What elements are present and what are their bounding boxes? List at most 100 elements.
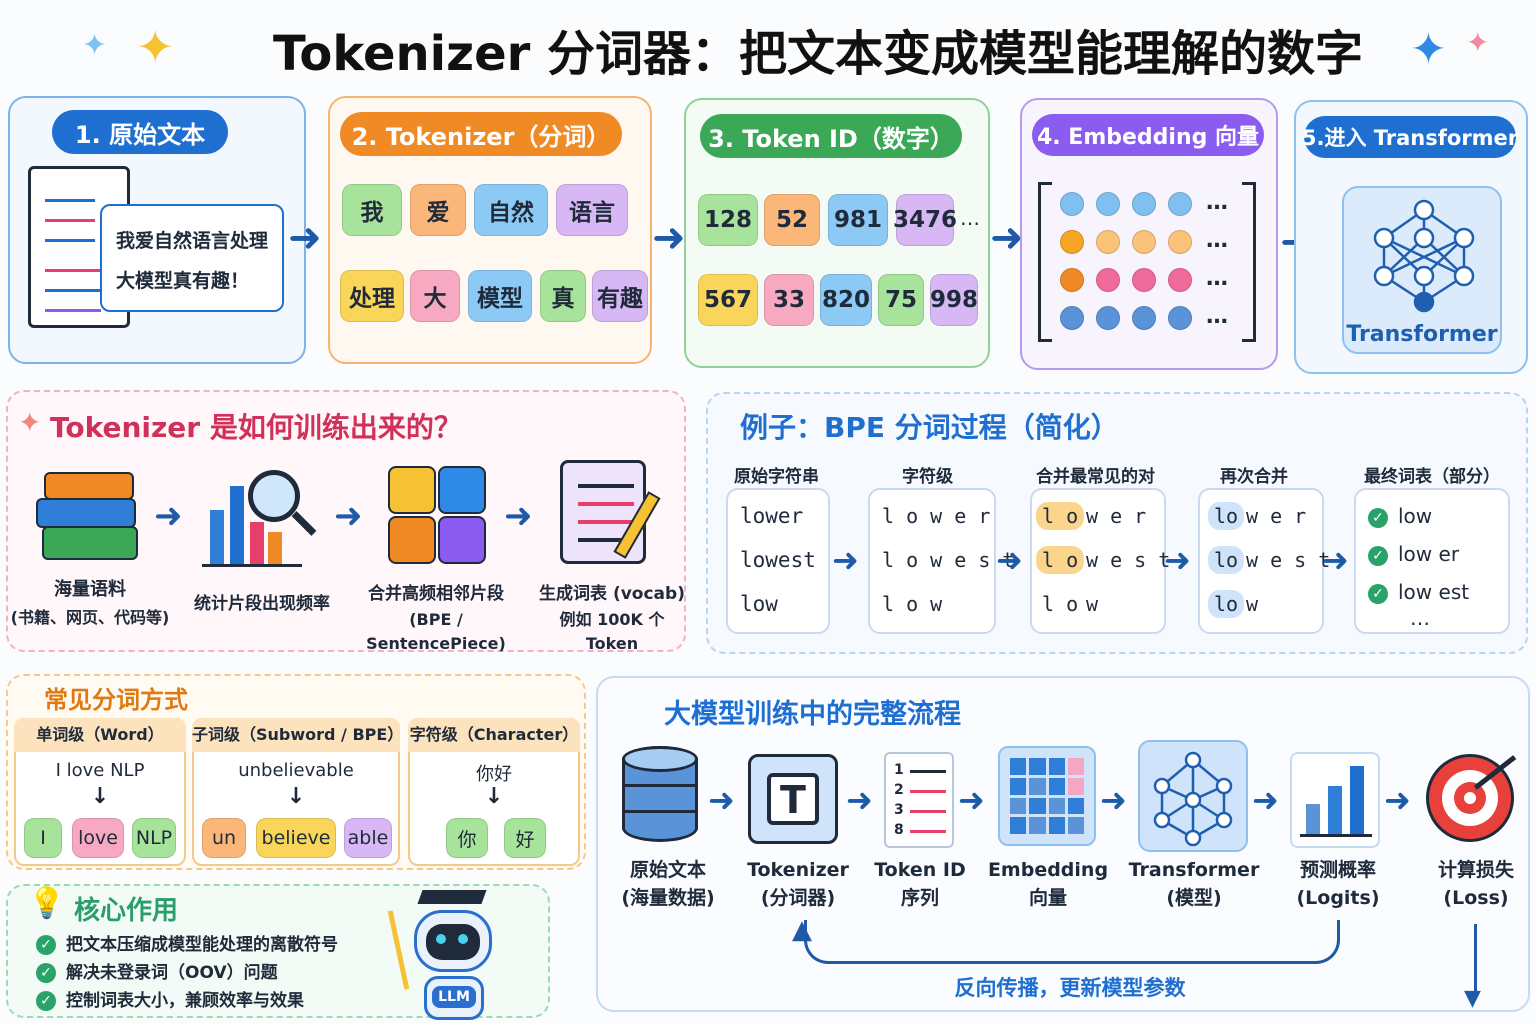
training-step4-sub: 例如 100K 个 Token [559, 610, 665, 653]
sparkle-icon-right: ✦ [1410, 24, 1447, 75]
embedding-dot [1060, 192, 1084, 216]
pipeline-node-label: (分词器) [760, 887, 836, 909]
transformer-card: Transformer [1342, 186, 1502, 354]
methods-title: 常见分词方式 [44, 686, 188, 714]
notepad-pencil-icon [556, 456, 672, 568]
token-chip: 有趣 [592, 270, 648, 322]
pipeline-title: 大模型训练中的完整流程 [664, 699, 961, 730]
embedding-dot [1132, 268, 1156, 292]
bpe-header: 最终词表（部分） [1364, 467, 1500, 487]
bpe-col1 [726, 488, 830, 634]
bpe-rest: w e r [1086, 504, 1147, 528]
matrix-bracket-right [1242, 182, 1256, 342]
raw-text-line2: 大模型真有趣！ [116, 270, 250, 292]
embedding-dot [1132, 306, 1156, 330]
step2-pill: 2. Tokenizer（分词） [340, 112, 622, 156]
pipeline-node-label: 计算损失 [1437, 859, 1514, 881]
list-icon: 1 2 3 8 [884, 752, 954, 848]
core-item: ✓解决未登录词（OOV）问题 [36, 958, 278, 983]
down-arrow-icon: ↓ [484, 784, 504, 809]
pipeline-node-label: (海量数据) [621, 887, 715, 909]
bpe-merged: lo [1208, 546, 1245, 574]
id-chip: 75 [878, 274, 924, 326]
method-token: 好 [504, 818, 546, 858]
pipeline-node-label: Tokenizer [747, 859, 849, 881]
embedding-dot [1168, 268, 1192, 292]
bpe-header: 合并最常见的对 [1036, 467, 1155, 487]
check-icon: ✓ [1368, 507, 1388, 528]
token-chip: 处理 [340, 270, 404, 322]
arrow-1-2: ➜ [288, 215, 322, 261]
bpe-title: 例子：BPE 分词过程（简化） [740, 411, 1119, 444]
raw-text-bubble: 我爱自然语言处理 大模型真有趣！ [100, 204, 284, 312]
embedding-dot [1060, 306, 1084, 330]
bpe-col2 [868, 488, 996, 634]
pipeline-node-label: Transformer [1128, 859, 1260, 881]
id-chip: 3476 [893, 194, 957, 246]
method-header: 单词级（Word） [14, 718, 186, 752]
bpe-rest: w e s t [1246, 548, 1331, 572]
matrix-bracket-left [1038, 182, 1052, 342]
bpe-chars: l o w e s t [882, 548, 1015, 572]
method-source: unbelievable [238, 760, 354, 781]
method-source: I love NLP [55, 760, 145, 781]
id-chip: 567 [698, 274, 758, 326]
embedding-ellipsis: … [1206, 266, 1228, 291]
core-item: ✓把文本压缩成模型能处理的离散符号 [36, 930, 338, 955]
backprop-arrow-line [804, 920, 1340, 964]
embedding-dot [1168, 230, 1192, 254]
check-icon: ✓ [36, 935, 56, 955]
method-header: 字符级（Character） [408, 718, 580, 752]
embedding-dot [1096, 306, 1120, 330]
training-step3-sub: (BPE / SentencePiece) [366, 610, 506, 653]
bpe-merge-pair: l o [1036, 546, 1085, 574]
bpe-rest: w e s t [1086, 548, 1171, 572]
arrow-2-3: ➜ [652, 215, 686, 261]
books-icon [36, 462, 140, 568]
arrow: ➜ [1322, 541, 1349, 579]
sparkle-icon-left-small: ✦ [82, 28, 108, 63]
transformer-label: Transformer [1346, 322, 1498, 347]
method-token: believe [256, 818, 336, 858]
embedding-dot [1168, 306, 1192, 330]
bpe-rest: w e r [1246, 504, 1307, 528]
embedding-dot [1060, 230, 1084, 254]
step1-pill: 1. 原始文本 [52, 110, 228, 154]
arrow: ➜ [1164, 541, 1191, 579]
embedding-dot [1096, 230, 1120, 254]
token-chip: 大 [410, 270, 460, 322]
bpe-header: 字符级 [902, 467, 953, 487]
loss-down-line [1474, 924, 1477, 994]
id-chip: 981 [828, 194, 888, 246]
chip-icon: T [748, 754, 838, 844]
embedding-ellipsis: … [1206, 304, 1228, 329]
arrow: ➜ [504, 496, 533, 536]
embedding-dot [1096, 268, 1120, 292]
vocab-item: ✓low est [1368, 580, 1469, 604]
method-token: 你 [446, 818, 488, 858]
training-title: Tokenizer 是如何训练出来的？ [50, 411, 462, 444]
arrow: ➜ [1252, 781, 1279, 819]
target-icon [1420, 748, 1524, 852]
vocab-item: ✓low er [1368, 542, 1459, 566]
pipeline-node-label: 向量 [1028, 887, 1067, 909]
core-item: ✓控制词表大小，兼顾效率与效果 [36, 986, 304, 1011]
robot-mascot-icon: LLM [387, 890, 506, 1020]
arrow: ➜ [154, 496, 183, 536]
check-icon: ✓ [1368, 545, 1388, 566]
arrow: ➜ [832, 541, 859, 579]
down-arrow-icon: ↓ [286, 784, 306, 809]
arrow: ➜ [846, 781, 873, 819]
vocab-item: ✓low [1368, 504, 1432, 528]
method-token: un [202, 818, 246, 858]
pipeline-node-label: 原始文本 [629, 859, 706, 881]
lightbulb-icon: 💡 [28, 886, 66, 921]
arrow: ➜ [708, 781, 735, 819]
bpe-merged: lo [1208, 590, 1245, 618]
step4-pill: 4. Embedding 向量 [1032, 114, 1264, 156]
down-arrow-icon: ↓ [90, 784, 110, 809]
id-chip: 998 [930, 274, 978, 326]
method-token: I [24, 818, 62, 858]
sparkle-icon-left: ✦ [136, 20, 175, 74]
step3-pill: 3. Token ID（数字） [700, 114, 962, 158]
